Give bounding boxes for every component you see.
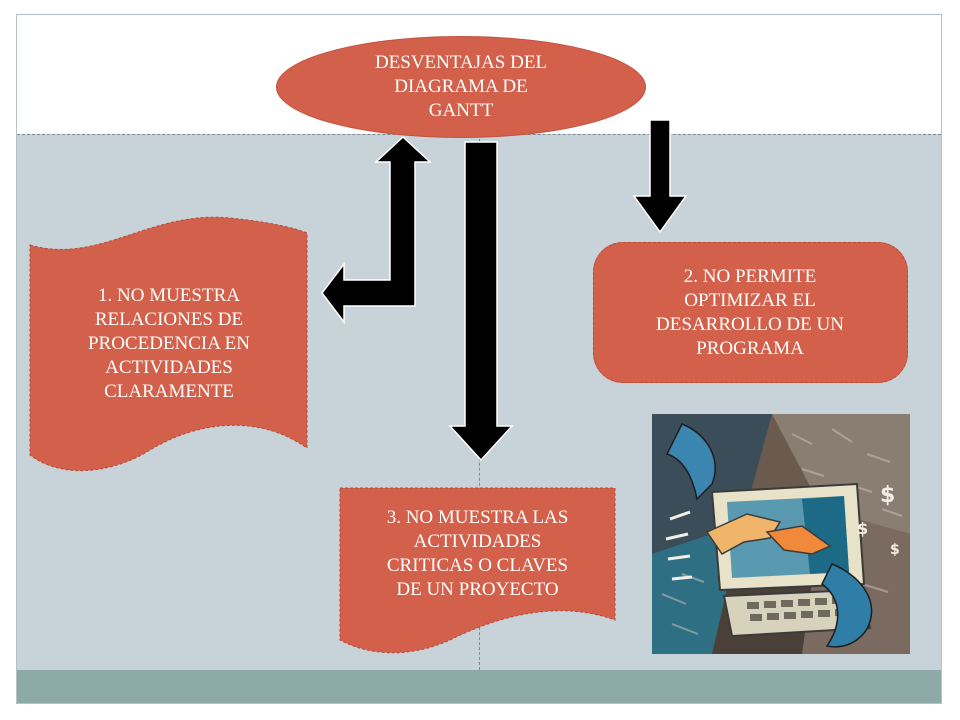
node-1-line: PROCEDENCIA EN: [87, 333, 251, 354]
node-3-line: CRITICAS O CLAVES: [386, 555, 569, 576]
node-2-line: DESARROLLO DE UN: [656, 313, 844, 335]
node-3-line: 3. NO MUESTRA LAS: [386, 507, 569, 528]
node-1-line: ACTIVIDADES: [105, 357, 233, 378]
arrow-down-to-node-2: [632, 119, 688, 234]
svg-text:$: $: [857, 519, 868, 538]
title-oval: [276, 36, 646, 138]
node-1-line: CLARAMENTE: [104, 381, 234, 402]
arrow-down-to-node-3: [448, 141, 514, 462]
node-1-line: RELACIONES DE: [94, 309, 244, 330]
node-2-shape: [593, 242, 908, 383]
footer-band: [17, 670, 941, 704]
svg-text:$: $: [880, 483, 895, 508]
node-2-line: PROGRAMA: [696, 337, 804, 359]
node-3-line: DE UN PROYECTO: [396, 579, 559, 600]
arrow-elbow-to-node-1: [321, 135, 432, 325]
svg-text:$: $: [890, 542, 900, 558]
node-1-line: 1. NO MUESTRA: [98, 285, 240, 306]
slide-frame: [16, 14, 942, 704]
node-1-shape: [29, 216, 308, 471]
computer-network-clipart-icon: $ $ $: [652, 414, 910, 654]
title-line: DIAGRAMA DE: [394, 76, 528, 97]
title-line: GANTT: [428, 100, 494, 121]
node-3-shape: [339, 487, 616, 654]
title-line: DESVENTAJAS DEL: [374, 52, 548, 73]
node-2-text: 2. NO PERMITE OPTIMIZAR EL DESARROLLO DE…: [600, 250, 900, 375]
node-3-line: ACTIVIDADES: [413, 531, 542, 552]
title-text: DESVENTAJAS DEL DIAGRAMA DE GANTT: [300, 44, 622, 130]
node-2-line: 2. NO PERMITE: [683, 265, 817, 287]
node-2-line: OPTIMIZAR EL: [684, 289, 816, 311]
node-1-text: 1. NO MUESTRA RELACIONES DE PROCEDENCIA …: [40, 270, 298, 418]
node-3-text: 3. NO MUESTRA LAS ACTIVIDADES CRITICAS O…: [345, 494, 610, 614]
